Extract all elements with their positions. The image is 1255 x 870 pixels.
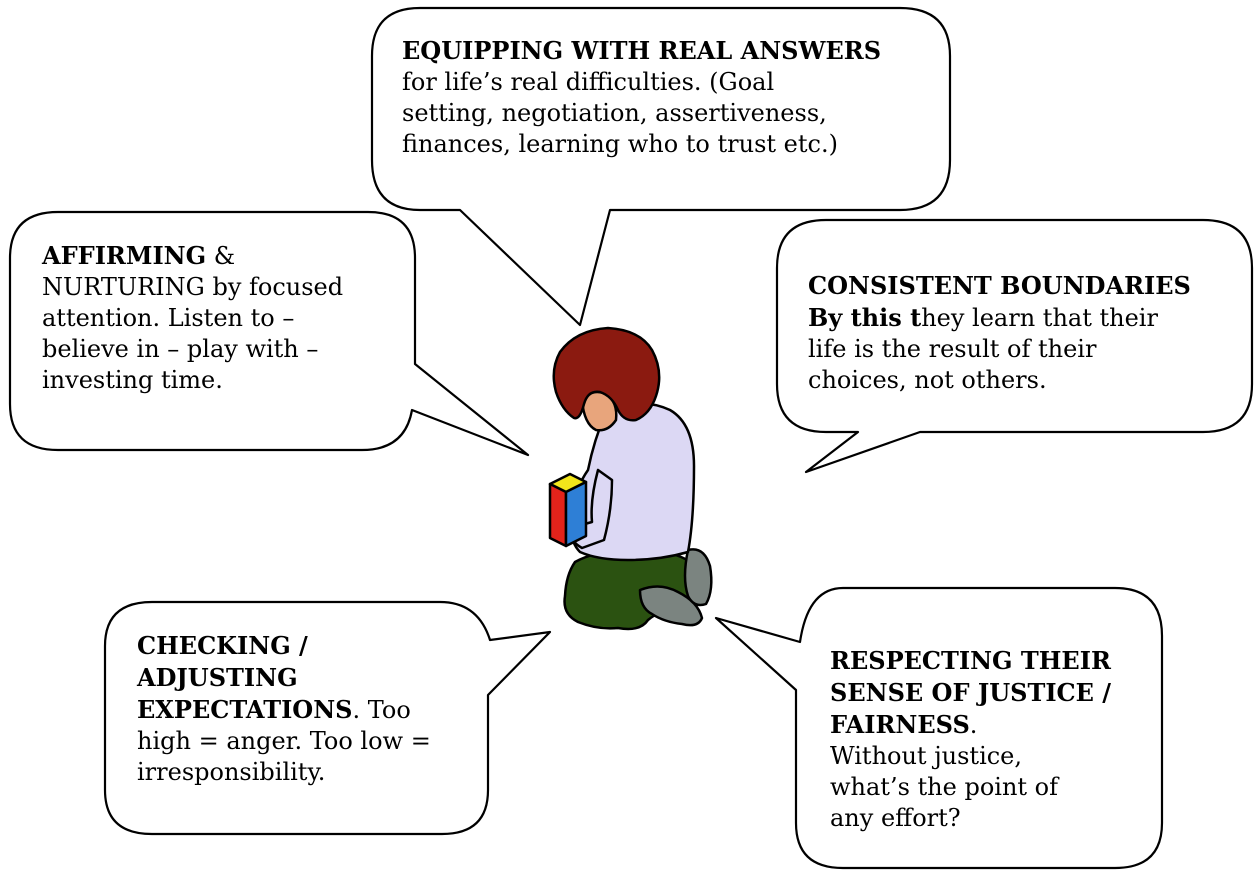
bubble-respecting-line-6: any effort? [830,804,961,832]
bubble-checking-heading-2: ADJUSTING [137,663,298,692]
bubble-equipping-heading: EQUIPPING WITH REAL ANSWERS [402,36,882,65]
bubble-respecting: RESPECTING THEIR SENSE OF JUSTICE / FAIR… [830,645,1111,834]
bubble-respecting-heading-2: SENSE OF JUSTICE / [830,678,1112,707]
bubble-respecting-heading-1: RESPECTING THEIR [830,646,1111,675]
bubble-boundaries: CONSISTENT BOUNDARIES By this they learn… [808,270,1191,396]
bubble-equipping-line-3: finances, learning who to trust etc.) [402,130,838,158]
shoe-right-shape [683,548,713,607]
bubble-checking-line-5: irresponsibility. [137,758,326,786]
bubble-boundaries-line-2: life is the result of their [808,335,1097,363]
bubble-respecting-shape [714,586,1164,870]
bubble-affirming-heading: AFFIRMING [42,241,207,270]
bubble-affirming-line-3: believe in – play with – [42,335,319,363]
bubble-affirming: AFFIRMING & NURTURING by focused attenti… [42,240,343,396]
bubble-boundaries-line-1-bold: By this t [808,303,922,332]
hair-shape [552,326,661,422]
bubble-checking-shape [103,600,552,836]
bubble-affirming-line-1: NURTURING by focused [42,273,344,301]
bubble-respecting-line-5: what’s the point of [830,773,1059,801]
bubble-affirming-line-4: investing time. [42,366,223,394]
bubble-equipping-line-1: for life’s real difficulties. (Goal [402,68,775,96]
bubble-boundaries-line-3: choices, not others. [808,366,1047,394]
bubble-affirming-shape [8,210,530,457]
bubble-checking-line-4: high = anger. Too low = [137,727,431,755]
bubble-checking-line-3-bold: EXPECTATIONS [137,695,353,724]
toy-block-icon [548,472,588,548]
bubble-equipping-line-2: setting, negotiation, assertiveness, [402,99,827,127]
bubble-respecting-line-3-rest: . [969,711,978,739]
shoe-left-shape [638,585,704,627]
bubble-boundaries-heading: CONSISTENT BOUNDARIES [808,271,1191,300]
bubble-equipping: EQUIPPING WITH REAL ANSWERS for life’s r… [402,35,881,160]
bubble-checking: CHECKING / ADJUSTING EXPECTATIONS. Too h… [137,630,431,788]
kneeling-child-icon [548,326,713,631]
bubble-respecting-line-4: Without justice, [830,742,1023,770]
bubble-affirming-heading-tail: & [206,242,236,270]
bubble-checking-heading-1: CHECKING / [137,631,308,660]
bubble-respecting-line-3-bold: FAIRNESS [830,710,970,739]
bubble-equipping-shape [370,6,952,327]
bubble-boundaries-shape [775,218,1254,474]
bubble-boundaries-line-1-rest: hey learn that their [921,304,1158,332]
bubble-checking-line-3-rest: . Too [352,696,411,724]
bubble-affirming-line-2: attention. Listen to – [42,304,295,332]
